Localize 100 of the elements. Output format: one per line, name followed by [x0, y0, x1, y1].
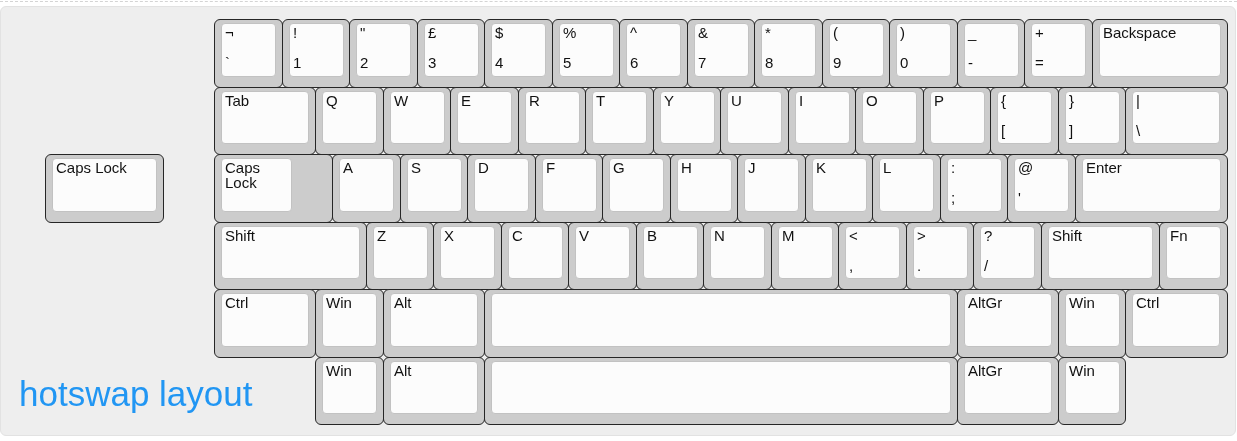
key-legend: ;: [951, 189, 956, 206]
key-legend: S: [411, 159, 421, 176]
key-legend: W: [394, 92, 409, 109]
key-legend: &: [698, 24, 708, 41]
key-legend: Shift: [1052, 227, 1082, 244]
key-legend: £: [428, 24, 437, 41]
key-legend: Tab: [225, 92, 250, 109]
keycap: [501, 222, 569, 290]
key-legend: U: [731, 92, 742, 109]
key-legend: Ctrl: [1136, 294, 1160, 311]
key-legend: !: [293, 24, 298, 41]
key-legend: Win: [1069, 294, 1095, 311]
key-legend: AltGr: [968, 362, 1003, 379]
keycap: [973, 222, 1042, 290]
keycap: [315, 289, 384, 358]
key-legend: J: [748, 159, 756, 176]
keycap: [484, 289, 958, 358]
key-legend: ,: [849, 257, 854, 274]
key-legend: ¬: [225, 24, 234, 41]
key-legend: Alt: [394, 362, 412, 379]
keycap: [602, 154, 671, 223]
key-legend: 2: [360, 54, 369, 71]
keycap: [788, 87, 856, 155]
key-legend: Caps Lock: [56, 159, 127, 176]
key-legend: R: [529, 92, 540, 109]
key-legend: Shift: [225, 227, 255, 244]
keycap: [636, 222, 704, 290]
keycap: [1125, 289, 1228, 358]
key-legend: /: [984, 257, 989, 274]
key-legend: AltGr: [968, 294, 1003, 311]
keycap: [906, 222, 974, 290]
key-legend: T: [596, 92, 606, 109]
keycap: [585, 87, 654, 155]
keycap: [805, 154, 873, 223]
keycap: [1024, 19, 1093, 88]
keycap: [670, 154, 738, 223]
key-legend: Ctrl: [225, 294, 249, 311]
key-legend: V: [579, 227, 589, 244]
key-legend: .: [917, 257, 922, 274]
keycap: [957, 289, 1059, 358]
key-legend: ": [360, 24, 366, 41]
keycap: [400, 154, 468, 223]
key-legend: 6: [630, 54, 639, 71]
keycap: [535, 154, 603, 223]
key-legend: 0: [900, 54, 909, 71]
key-legend: |: [1136, 92, 1140, 109]
keycap: [720, 87, 789, 155]
key-legend: M: [782, 227, 795, 244]
keycap: [1058, 87, 1126, 155]
keycap: [383, 289, 485, 358]
keycap: [737, 154, 806, 223]
key-legend: 7: [698, 54, 707, 71]
key-legend: *: [765, 24, 771, 41]
key-legend: 4: [495, 54, 504, 71]
keycap: [1007, 154, 1076, 223]
keycap: [990, 87, 1059, 155]
layout-title: hotswap layout: [19, 376, 253, 411]
keycap: [957, 19, 1025, 88]
key-legend: Win: [326, 362, 352, 379]
key-legend: \: [1136, 122, 1141, 139]
keycap: [1159, 222, 1228, 290]
key-legend: [: [1001, 122, 1006, 139]
key-legend: ^: [630, 24, 638, 41]
key-legend: $: [495, 24, 504, 41]
keycap: [872, 154, 941, 223]
key-legend: _: [968, 24, 977, 41]
keycap: [838, 222, 907, 290]
keycap: [1075, 154, 1228, 223]
keycap: [214, 222, 367, 290]
keycap: [923, 87, 991, 155]
keycap: [282, 19, 350, 88]
keycap: [467, 154, 536, 223]
keycap: [1041, 222, 1160, 290]
keycap: [383, 87, 451, 155]
key-legend: A: [343, 159, 353, 176]
key-legend: :: [951, 159, 956, 176]
keycap: [214, 154, 333, 223]
keycap: [349, 19, 418, 88]
key-legend: <: [849, 227, 858, 244]
keycap: [214, 87, 316, 155]
key-legend: ]: [1069, 122, 1074, 139]
key-legend: O: [866, 92, 878, 109]
keycap: [1058, 289, 1126, 358]
key-legend: D: [478, 159, 489, 176]
key-legend: `: [225, 54, 230, 71]
key-legend: Q: [326, 92, 338, 109]
key-legend: Alt: [394, 294, 412, 311]
keycap: [619, 19, 688, 88]
keycap: [518, 87, 586, 155]
keycap: [484, 357, 958, 425]
keycap: [754, 19, 823, 88]
key-legend: N: [714, 227, 725, 244]
key-legend: }: [1069, 92, 1074, 109]
keycap: [822, 19, 890, 88]
key-legend: ): [900, 24, 905, 41]
key-legend: (: [833, 24, 838, 41]
key-legend: -: [968, 54, 973, 71]
keycap: [366, 222, 434, 290]
keycap: [433, 222, 502, 290]
keycap: [552, 19, 620, 88]
